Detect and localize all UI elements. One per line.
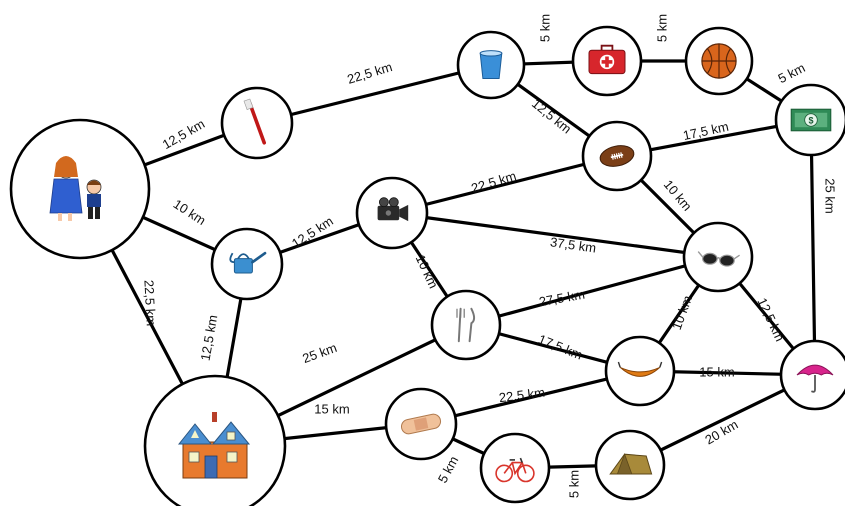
edge-label-wateringcan-house: 12,5 km — [198, 314, 221, 362]
edge-label-cup-firstaid: 5 km — [537, 14, 552, 42]
edge-money-umbrella — [809, 118, 817, 377]
node-cutlery-circle — [430, 289, 502, 361]
svg-text:$: $ — [808, 116, 813, 126]
edge-label-cutlery-hammock: 17,5 km — [536, 331, 585, 362]
video-camera-icon — [377, 197, 409, 222]
node-bicycle-circle — [479, 432, 551, 504]
node-cup — [456, 30, 526, 100]
edge-label-bandage-hammock: 22,5 km — [498, 385, 546, 406]
edge-label-basketball-money: 5 km — [776, 60, 808, 86]
node-hammock-circle — [604, 335, 676, 407]
edge-label-camera-sunglasses: 37,5 km — [549, 234, 597, 255]
node-tent — [594, 429, 666, 501]
money-icon: $ — [790, 108, 832, 132]
edge-label-sunglasses-hammock: 10 km — [669, 293, 695, 331]
watering-can-icon — [229, 251, 267, 274]
edge-cutlery-sunglasses — [464, 255, 720, 327]
family-icon — [49, 156, 102, 221]
node-hammock — [604, 335, 676, 407]
edge-label-wateringcan-camera: 12,5 km — [289, 213, 336, 251]
node-money: $ — [774, 83, 845, 157]
node-sunglasses-circle — [682, 221, 754, 293]
edge-label-sunglasses-umbrella: 12,5 km — [754, 295, 787, 343]
node-toothbrush — [220, 86, 294, 160]
edge-bandage-hammock — [419, 369, 642, 426]
node-family — [9, 118, 151, 260]
nodes-layer: $ — [9, 25, 845, 506]
sunglasses-icon — [697, 251, 740, 267]
tent-icon — [609, 453, 653, 475]
node-camera — [355, 176, 429, 250]
edge-label-firstaid-basketball: 5 km — [654, 14, 669, 42]
edge-label-football-sunglasses: 10 km — [661, 177, 695, 214]
edge-label-house-bandage: 15 km — [314, 401, 349, 416]
toothbrush-icon — [243, 98, 266, 145]
edge-label-family-house: 22,5 km — [141, 279, 158, 326]
bandage-icon — [400, 413, 442, 435]
edge-camera-sunglasses — [390, 211, 720, 259]
node-football — [581, 120, 653, 192]
node-house — [143, 374, 287, 506]
node-bicycle — [479, 432, 551, 504]
house-icon — [177, 412, 251, 479]
bicycle-icon — [495, 457, 535, 483]
node-family-circle — [9, 118, 151, 260]
node-firstaid — [571, 25, 643, 97]
node-sunglasses — [682, 221, 754, 293]
basketball-icon — [701, 43, 737, 79]
edge-label-camera-cutlery: 10 km — [413, 252, 442, 290]
edge-label-hammock-umbrella: 15 km — [699, 364, 734, 379]
cup-icon — [479, 50, 503, 79]
cutlery-icon — [456, 307, 476, 343]
edge-label-cutlery-sunglasses: 27,5 km — [538, 287, 586, 310]
first-aid-kit-icon — [588, 44, 626, 75]
node-wateringcan — [210, 227, 284, 301]
edge-camera-football — [390, 154, 619, 215]
hammock-icon — [617, 361, 663, 377]
edge-label-family-wateringcan: 10 km — [171, 196, 209, 228]
node-bandage — [384, 387, 458, 461]
edge-label-cup-football: 12,5 km — [529, 96, 574, 137]
edge-label-bandage-bicycle: 5 km — [435, 454, 461, 486]
node-cutlery — [430, 289, 502, 361]
edge-label-family-toothbrush: 12,5 km — [160, 116, 208, 152]
node-umbrella-circle — [779, 339, 845, 411]
edge-label-camera-football: 22,5 km — [469, 168, 518, 196]
edge-label-money-umbrella: 25 km — [823, 178, 838, 213]
edge-label-toothbrush-cup: 22,5 km — [345, 59, 394, 87]
node-umbrella — [779, 339, 845, 411]
edge-label-bicycle-tent: 5 km — [566, 470, 581, 498]
node-basketball — [684, 26, 754, 96]
football-icon — [599, 145, 635, 167]
edge-label-house-cutlery: 25 km — [300, 340, 338, 366]
edge-toothbrush-cup — [255, 63, 493, 125]
umbrella-icon — [796, 364, 834, 393]
